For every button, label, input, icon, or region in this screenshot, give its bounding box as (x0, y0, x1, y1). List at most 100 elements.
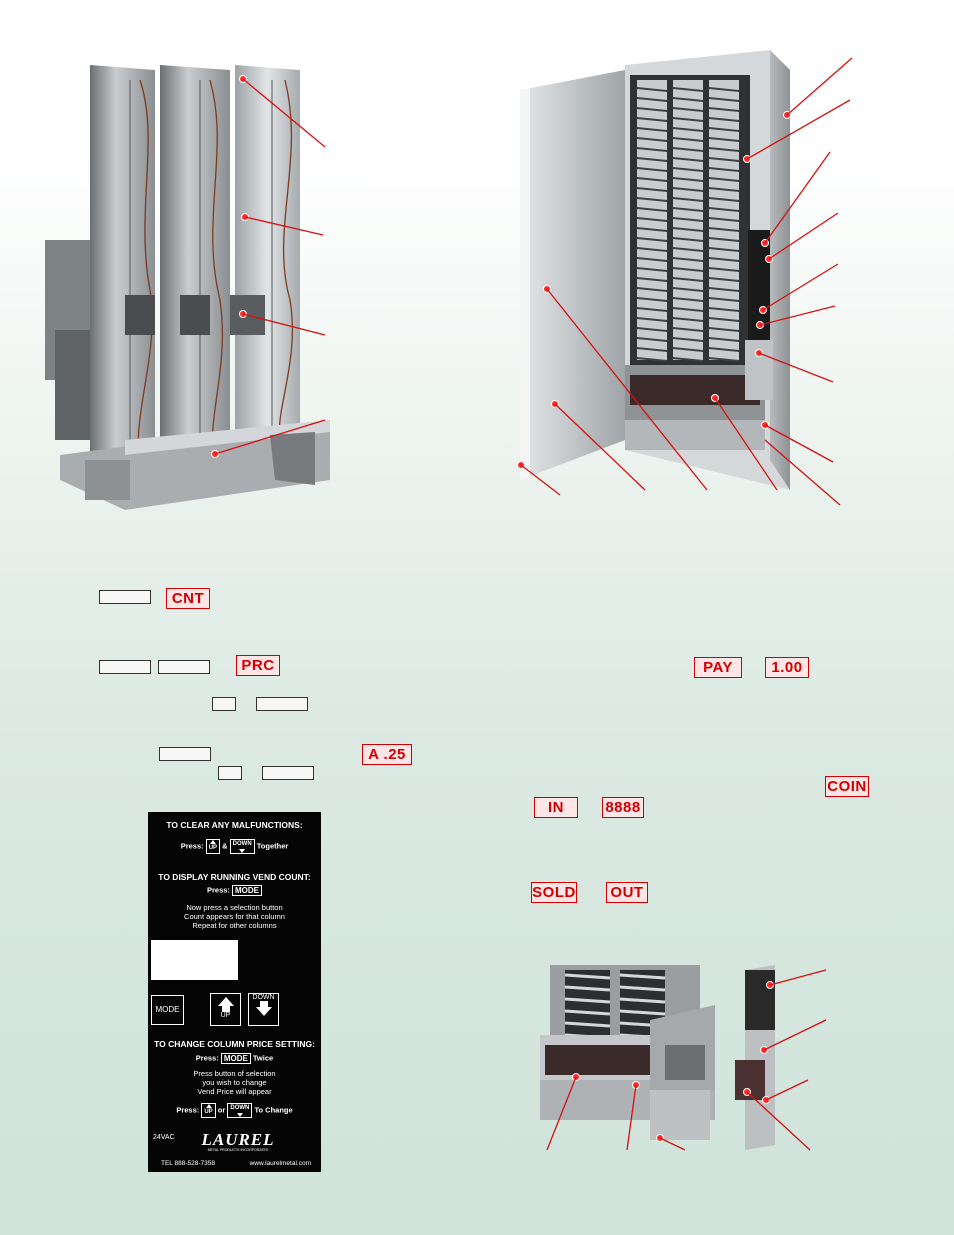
shelf-slat (636, 357, 668, 362)
key-box (218, 766, 242, 780)
panel-title-price: TO CHANGE COLUMN PRICE SETTING: (154, 1039, 315, 1049)
or-label: or (217, 1105, 226, 1115)
press-label: Press: (206, 885, 230, 895)
count-display: 8888 (602, 797, 644, 818)
shelf-slat (564, 985, 611, 992)
voltage-label: 24VAC (153, 1134, 175, 1141)
shelf-slat (708, 197, 740, 202)
shelf-slat (636, 97, 668, 102)
press-label: Press: (176, 1105, 200, 1115)
up-button[interactable]: UP (210, 993, 241, 1026)
shelf-slat (672, 137, 704, 142)
shelf-slat (636, 267, 668, 272)
shelf-slat (636, 277, 668, 282)
count-line-3: Repeat for other columns (192, 921, 277, 930)
shelf-slat (564, 1009, 611, 1016)
panel-count-row: Press: MODE (148, 885, 321, 896)
control-panel: TO CLEAR ANY MALFUNCTIONS: Press: UP & D… (148, 812, 321, 1172)
shelf-slat (708, 207, 740, 212)
shelf-slat (708, 257, 740, 262)
shelf-slat (708, 107, 740, 112)
shelf-slat (708, 317, 740, 322)
shelf-slat (672, 97, 704, 102)
key-box (159, 747, 211, 761)
shelf-slat (708, 247, 740, 252)
shelf-slat (672, 107, 704, 112)
shelf-slat (672, 257, 704, 262)
in-display: IN (534, 797, 578, 818)
mode-button[interactable]: MODE (151, 995, 184, 1025)
count-line-2: Count appears for that column (184, 912, 285, 921)
shelf-slat (636, 197, 668, 202)
shelf-slat (672, 277, 704, 282)
price-display: 1.00 (765, 657, 809, 678)
up-label: UP (220, 1012, 231, 1019)
down-label: DOWN (252, 994, 275, 1001)
shelf-slat (672, 297, 704, 302)
shelf-slat (708, 267, 740, 272)
up-key-small: UP (201, 1103, 216, 1118)
and-label: & (222, 841, 228, 851)
shelf-slat (672, 87, 704, 92)
mode-key-small: MODE (232, 885, 263, 896)
shelf-slat (636, 207, 668, 212)
shelf-slat (672, 117, 704, 122)
display-window (151, 940, 238, 980)
shelf-slat (672, 307, 704, 312)
shelf-slat (636, 137, 668, 142)
shelf-slat (636, 117, 668, 122)
shelf-slat (708, 307, 740, 312)
shelf-slat (708, 237, 740, 242)
shelf-slat (672, 187, 704, 192)
shelf-slat (619, 985, 666, 992)
panel-price-row: Press: MODE Twice (148, 1053, 321, 1064)
a25-display: A .25 (362, 744, 412, 765)
shelf-slat (708, 157, 740, 162)
shelf-slat (636, 307, 668, 312)
panel-title-clear: TO CLEAR ANY MALFUNCTIONS: (166, 820, 303, 830)
down-button[interactable]: DOWN (248, 993, 279, 1026)
shelf-slat (564, 997, 611, 1004)
shelf-slat (619, 1009, 666, 1016)
cabinet-photo (517, 50, 791, 490)
shelf-slat (636, 147, 668, 152)
shelf-slat (708, 327, 740, 332)
shelf-slat (708, 357, 740, 362)
press-label: Press: (180, 841, 204, 851)
shelf-slat (564, 1021, 611, 1028)
shelf-slat (672, 317, 704, 322)
key-box (99, 590, 151, 604)
shelf-slat (636, 107, 668, 112)
shelf-slat (708, 347, 740, 352)
shelf-slat (564, 973, 611, 980)
panel-title-count: TO DISPLAY RUNNING VEND COUNT: (158, 872, 311, 882)
shelf-slat (636, 217, 668, 222)
shelf-slat (708, 217, 740, 222)
sold-display: SOLD (531, 882, 577, 903)
down-key-small: DOWN (229, 839, 255, 854)
coin-display: COIN (825, 776, 869, 797)
pay-display: PAY (694, 657, 742, 678)
mode-key-small: MODE (220, 1053, 251, 1064)
shelf-slat (708, 117, 740, 122)
shelf-slat (636, 237, 668, 242)
price-line-2: you wish to change (202, 1078, 267, 1087)
shelf-slat (708, 337, 740, 342)
shelf-slat (672, 177, 704, 182)
shelf-slat (672, 157, 704, 162)
key-box (212, 697, 236, 711)
shelf-slat (636, 227, 668, 232)
shelf-slat (636, 257, 668, 262)
panel-change-row: Press: UP or DOWN To Change (148, 1103, 321, 1118)
logo-subtext: METAL PRODUCTS INCORPORATED (207, 1148, 269, 1152)
shelf-slat (619, 973, 666, 980)
down-key-small: DOWN (227, 1103, 253, 1118)
shelf-slat (672, 237, 704, 242)
cnt-display: CNT (166, 588, 210, 609)
shelf-slat (708, 187, 740, 192)
shelf-slat (636, 187, 668, 192)
shelf-slat (636, 177, 668, 182)
shelf-slat (708, 297, 740, 302)
tel-label: TEL 888-528-7358 (161, 1160, 215, 1167)
price-line-1: Press button of selection (193, 1069, 276, 1078)
